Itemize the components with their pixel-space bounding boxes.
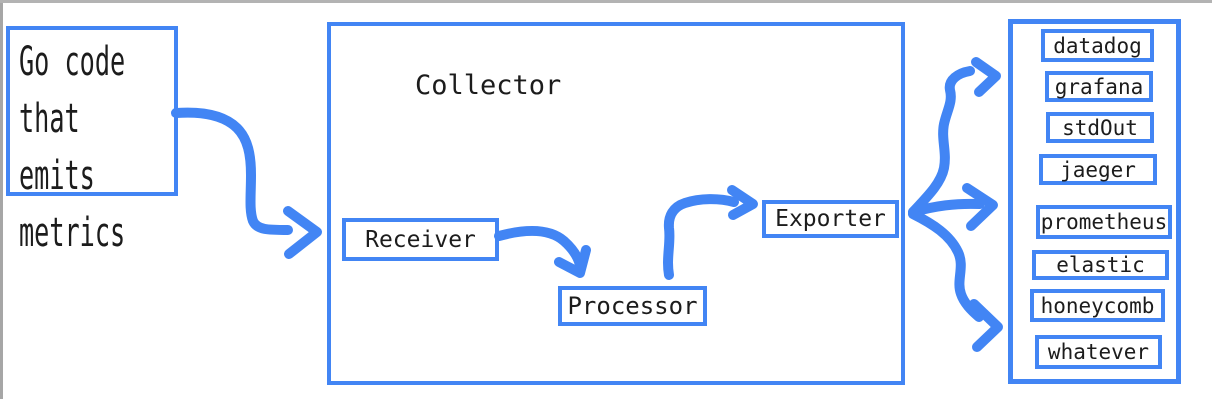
processor-label: Processor — [567, 292, 698, 320]
destination-grafana: grafana — [1045, 71, 1153, 102]
destination-honeycomb: honeycomb — [1030, 289, 1165, 322]
destination-label: whatever — [1047, 340, 1150, 364]
source-code-box: Go code that emits metrics — [6, 26, 178, 256]
source-code-label: Go code that emits metrics — [19, 39, 126, 256]
arrow-exporter-fan-bottom — [908, 209, 1003, 352]
exporter-label: Exporter — [775, 206, 886, 232]
destination-stdout: stdOut — [1046, 112, 1154, 143]
collector-title: Collector — [415, 70, 562, 101]
destination-elastic: elastic — [1032, 250, 1169, 280]
destination-label: grafana — [1054, 74, 1144, 99]
destination-jaeger: jaeger — [1039, 154, 1157, 185]
arrow-source-to-collector — [171, 107, 322, 259]
processor-node: Processor — [558, 286, 707, 326]
destination-label: jaeger — [1060, 157, 1136, 182]
destination-label: stdOut — [1062, 115, 1138, 140]
exporter-node: Exporter — [762, 200, 899, 238]
window-left-edge — [0, 3, 3, 399]
arrow-exporter-fan-middle — [908, 183, 998, 231]
destination-label: prometheus — [1040, 210, 1168, 234]
receiver-node: Receiver — [342, 218, 499, 261]
window-top-edge — [0, 0, 1212, 3]
destination-prometheus: prometheus — [1036, 205, 1172, 239]
arrow-exporter-fan-top — [908, 57, 1001, 217]
destination-label: honeycomb — [1040, 293, 1155, 318]
destination-label: datadog — [1053, 33, 1142, 58]
destination-whatever: whatever — [1035, 335, 1162, 369]
receiver-label: Receiver — [365, 226, 476, 253]
destination-datadog: datadog — [1041, 29, 1154, 62]
destination-label: elastic — [1056, 253, 1145, 277]
